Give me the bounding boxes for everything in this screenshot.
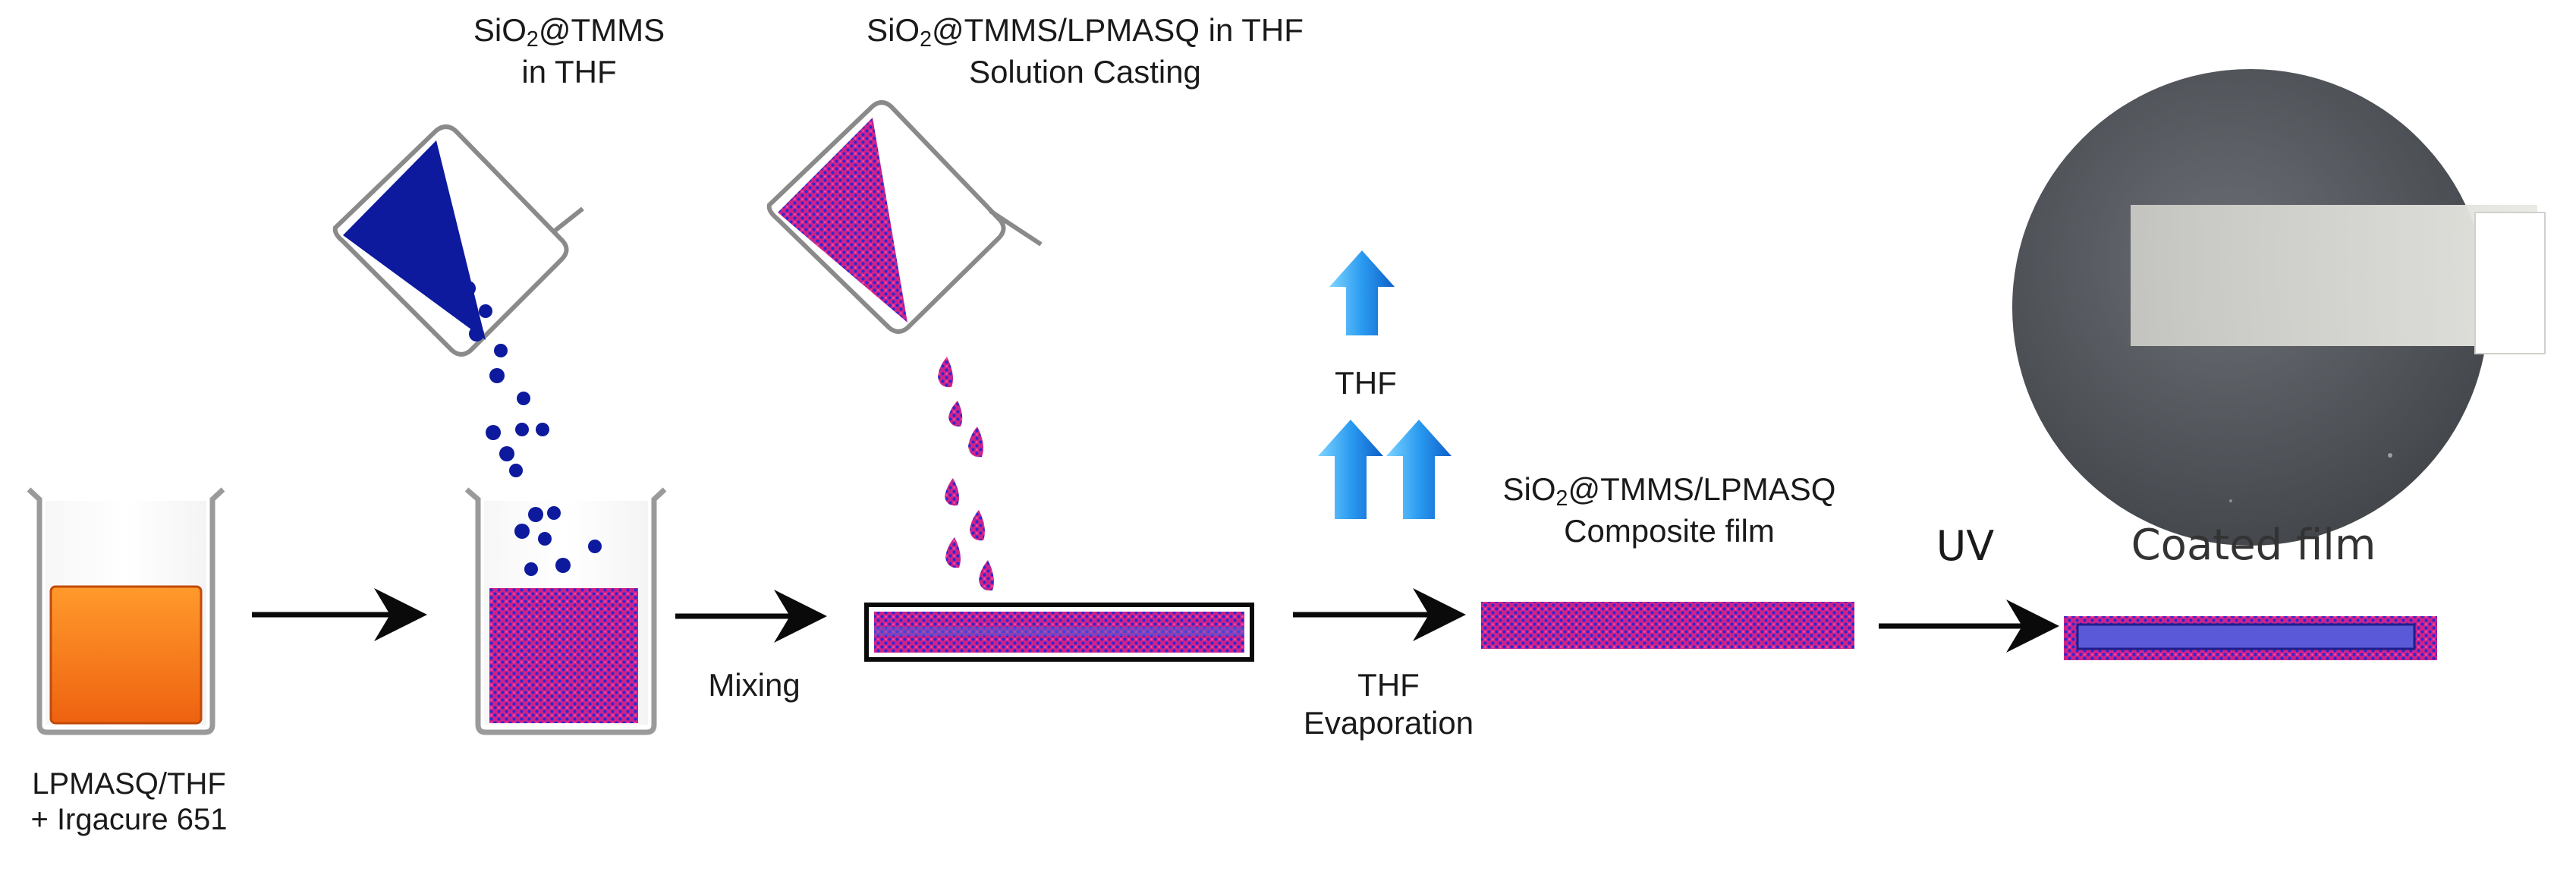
up-arrow-icon bbox=[1318, 420, 1383, 519]
beaker-icon bbox=[464, 487, 667, 735]
label-thf-evaporation: THF Evaporation bbox=[1303, 667, 1474, 741]
beaker-icon bbox=[27, 487, 225, 735]
label-thf: THF bbox=[1335, 365, 1397, 401]
beaker-sio2-mix bbox=[464, 487, 667, 735]
composite-solution bbox=[489, 588, 638, 723]
tilted-beaker-casting bbox=[766, 100, 1043, 591]
label-beaker1: LPMASQ/THF + Irgacure 651 bbox=[30, 767, 228, 837]
orange-solution bbox=[49, 585, 203, 725]
casting-substrate bbox=[864, 603, 1254, 662]
coated-film bbox=[2064, 616, 2437, 660]
label-uv: UV bbox=[1936, 522, 1995, 570]
thf-evaporation-arrows bbox=[1318, 250, 1452, 519]
photo-inset bbox=[2012, 69, 2546, 546]
composite-film bbox=[1481, 602, 1854, 649]
label-solution-casting: SiO2@TMMS/LPMASQ in THF Solution Casting bbox=[867, 12, 1304, 90]
label-coated-film: Coated film bbox=[2131, 521, 2376, 570]
up-arrow-icon bbox=[1386, 420, 1452, 519]
label-sio2-in-thf: SiO2@TMMS in THF bbox=[473, 12, 665, 90]
beaker-lpmasq-thf bbox=[27, 487, 225, 735]
falling-particles bbox=[461, 281, 602, 576]
falling-drops bbox=[938, 357, 994, 591]
up-arrow-icon bbox=[1329, 250, 1395, 335]
label-composite-film: SiO2@TMMS/LPMASQ Composite film bbox=[1502, 471, 1836, 549]
tilted-beaker-sio2 bbox=[332, 124, 602, 576]
label-mixing: Mixing bbox=[708, 667, 800, 703]
